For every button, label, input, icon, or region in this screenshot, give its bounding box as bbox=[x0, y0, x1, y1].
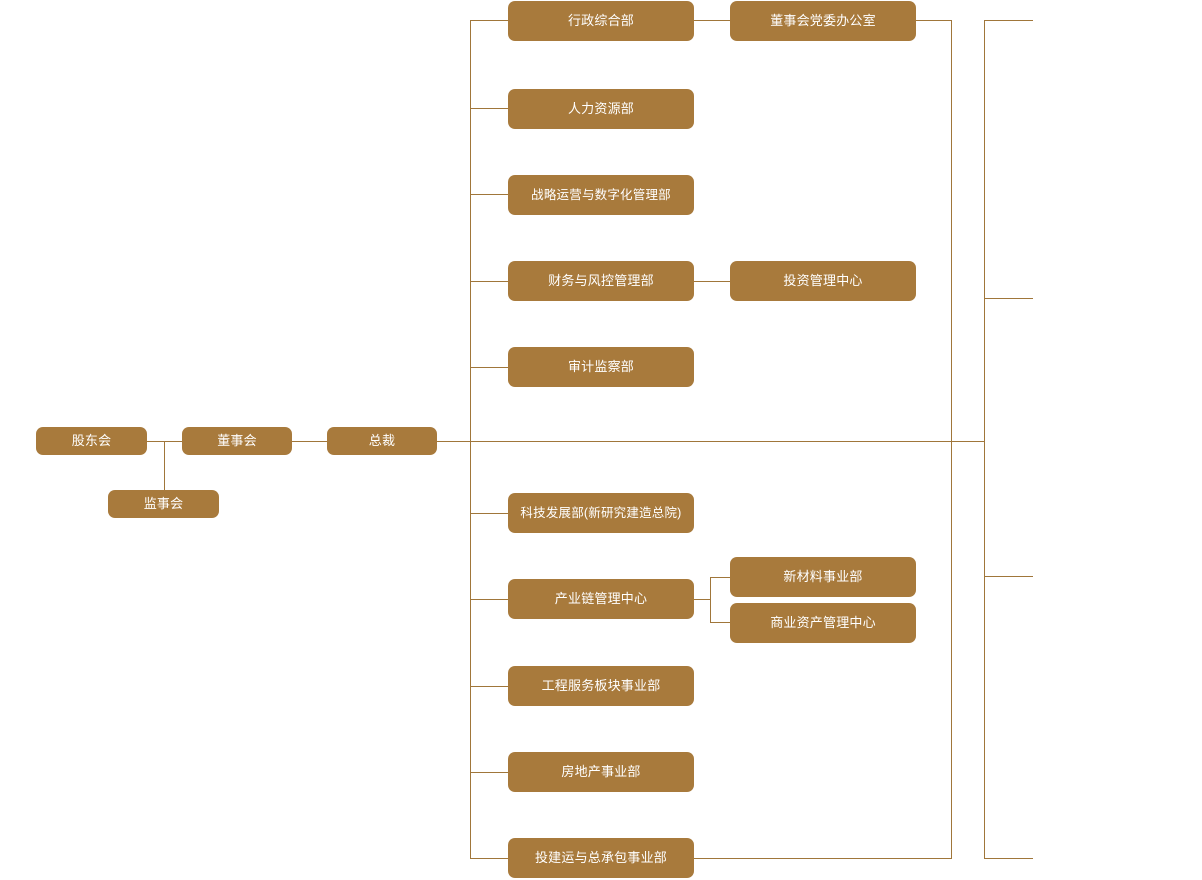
connector-industry-chain-stem bbox=[694, 599, 711, 600]
rail-inner-top-stub bbox=[916, 20, 952, 21]
rail-inner-vertical bbox=[951, 20, 952, 858]
rail-outer-vertical bbox=[984, 20, 985, 858]
bracket-industry-chain bbox=[710, 577, 711, 623]
node-finance-risk-dept[interactable]: 财务与风控管理部 bbox=[508, 261, 694, 301]
connector-supervisory-vertical bbox=[164, 441, 165, 504]
rail-outer-top-stub bbox=[984, 20, 1033, 21]
connector-board-to-president bbox=[292, 441, 327, 442]
stub-real-estate-division bbox=[470, 772, 508, 773]
stub-engineering-services-division bbox=[470, 686, 508, 687]
connector-president-trunk bbox=[437, 441, 985, 442]
node-supervisory-board[interactable]: 监事会 bbox=[108, 490, 219, 518]
stub-strategy-digital-dept bbox=[470, 194, 508, 195]
node-engineering-services-division[interactable]: 工程服务板块事业部 bbox=[508, 666, 694, 706]
node-industry-chain-center[interactable]: 产业链管理中心 bbox=[508, 579, 694, 619]
node-board-of-directors[interactable]: 董事会 bbox=[182, 427, 292, 455]
stub-investment-construction-division bbox=[470, 858, 508, 859]
node-new-materials-division[interactable]: 新材料事业部 bbox=[730, 557, 916, 597]
node-audit-supervision-dept[interactable]: 审计监察部 bbox=[508, 347, 694, 387]
stub-industry-chain-center bbox=[470, 599, 508, 600]
stub-admin-dept bbox=[470, 20, 508, 21]
node-strategy-digital-dept[interactable]: 战略运营与数字化管理部 bbox=[508, 175, 694, 215]
node-hr-dept[interactable]: 人力资源部 bbox=[508, 89, 694, 129]
node-shareholders-meeting[interactable]: 股东会 bbox=[36, 427, 147, 455]
connector-to-commercial-asset-center bbox=[710, 622, 730, 623]
node-investment-management-center[interactable]: 投资管理中心 bbox=[730, 261, 916, 301]
node-tech-development-dept[interactable]: 科技发展部(新研究建造总院) bbox=[508, 493, 694, 533]
connector-to-new-materials-division bbox=[710, 577, 730, 578]
rail-departments-main bbox=[470, 20, 471, 858]
connector-admin-to-board-party-office bbox=[694, 20, 730, 21]
rail-inner-bottom-stub bbox=[694, 858, 952, 859]
node-commercial-asset-management-center[interactable]: 商业资产管理中心 bbox=[730, 603, 916, 643]
rail-outer-middle-upper-stub bbox=[984, 298, 1033, 299]
stub-finance-risk-dept bbox=[470, 281, 508, 282]
node-investment-construction-division[interactable]: 投建运与总承包事业部 bbox=[508, 838, 694, 878]
stub-audit-supervision-dept bbox=[470, 367, 508, 368]
node-admin-dept[interactable]: 行政综合部 bbox=[508, 1, 694, 41]
stub-tech-development-dept bbox=[470, 513, 508, 514]
connector-finance-to-investment-center bbox=[694, 281, 730, 282]
stub-hr-dept bbox=[470, 108, 508, 109]
node-real-estate-division[interactable]: 房地产事业部 bbox=[508, 752, 694, 792]
rail-outer-middle-lower-stub bbox=[984, 576, 1033, 577]
rail-outer-bottom-stub bbox=[984, 858, 1033, 859]
node-board-party-office[interactable]: 董事会党委办公室 bbox=[730, 1, 916, 41]
node-president[interactable]: 总裁 bbox=[327, 427, 437, 455]
